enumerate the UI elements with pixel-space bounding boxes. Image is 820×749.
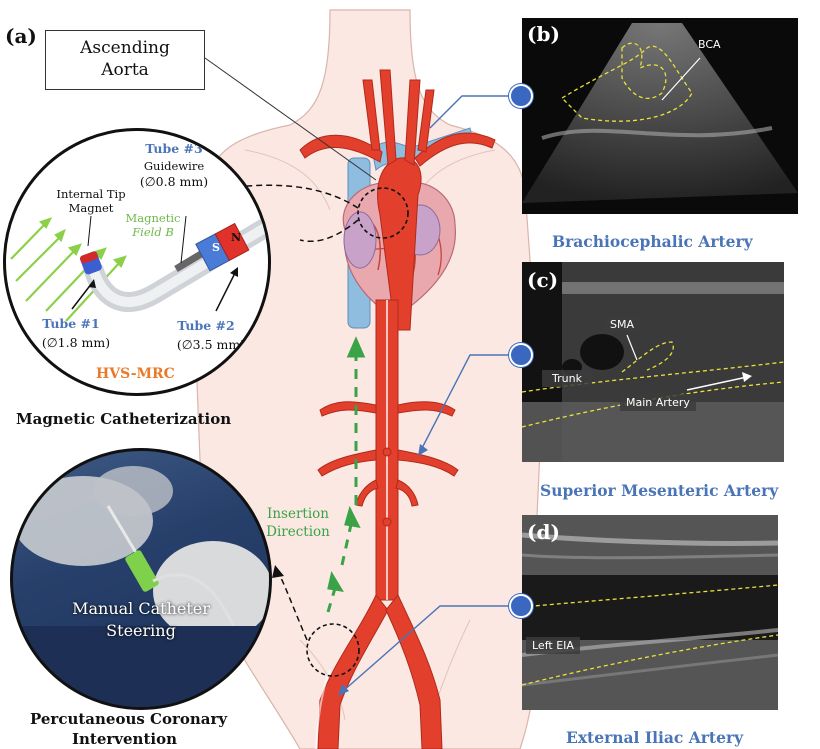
- manual-steering-line2: Steering: [106, 621, 176, 640]
- catheter-drawing: [10, 215, 268, 322]
- tube2-title: Tube #2: [177, 318, 235, 333]
- marker-dot-b: [509, 84, 533, 108]
- tube2-dimension: (∅3.5 mm): [176, 337, 246, 352]
- external-iliac-caption: External Iliac Artery: [566, 728, 744, 747]
- panel-label-a: (a): [5, 24, 37, 48]
- ultrasound-b-image: [522, 23, 798, 203]
- panel-label-b: (b): [527, 22, 560, 46]
- ultrasound-c: SMA Trunk Main Artery: [522, 262, 784, 462]
- ultrasound-d: Left EIA: [522, 515, 778, 710]
- tube3-dimension: (∅0.8 mm): [139, 174, 209, 189]
- sma-label: SMA: [604, 316, 640, 333]
- main-artery-label: Main Artery: [620, 394, 696, 411]
- catheter-circle: Tube #3 Guidewire (∅0.8 mm) Internal Tip…: [3, 128, 271, 396]
- aorta-highlight-circle: [357, 187, 409, 239]
- insertion-arrows: [326, 336, 366, 613]
- marker-dot-c: [509, 343, 533, 367]
- field-label-2: Field B: [132, 225, 174, 239]
- aortic-arch: [377, 157, 422, 331]
- brachiocephalic-caption: Brachiocephalic Artery: [552, 232, 753, 251]
- tip-magnet-label-1: Internal Tip: [56, 187, 126, 201]
- ascending-aorta-line1: Ascending: [80, 38, 170, 58]
- field-label-1: Magnetic: [125, 211, 181, 225]
- panel-label-d: (d): [527, 520, 560, 544]
- trunk-label: Trunk: [542, 370, 592, 387]
- pci-photo-circle: Manual Catheter Steering: [10, 448, 272, 710]
- manual-steering-line1: Manual Catheter: [72, 599, 210, 618]
- tube1-title: Tube #1: [42, 316, 100, 331]
- insertion-direction-line2: Direction: [266, 524, 330, 540]
- body-silhouette: [194, 9, 541, 749]
- magnet-n-label: N: [231, 231, 242, 244]
- ultrasound-b: BCA: [522, 18, 798, 214]
- pci-photo-drawing: [13, 466, 269, 707]
- panel-label-c: (c): [527, 268, 559, 292]
- groin-highlight-circle: [306, 623, 360, 677]
- tube1-dimension: (∅1.8 mm): [41, 335, 111, 350]
- pci-caption-line1: Percutaneous Coronary: [30, 710, 228, 728]
- magnet-s-label: S: [212, 241, 220, 254]
- pci-caption-line2: Intervention: [72, 730, 177, 748]
- ascending-aorta-box: Ascending Aorta: [45, 30, 205, 90]
- tip-magnet-label-2: Magnet: [68, 201, 114, 215]
- ascending-aorta-line2: Aorta: [101, 60, 149, 80]
- tube3-name: Guidewire: [143, 159, 205, 173]
- marker-dot-d: [509, 594, 533, 618]
- ultrasound-c-image: [522, 262, 784, 462]
- left-eia-label: Left EIA: [526, 637, 580, 654]
- left-iliac: [317, 594, 389, 749]
- bca-label: BCA: [698, 38, 721, 51]
- superior-mesenteric-caption: Superior Mesenteric Artery: [540, 481, 779, 500]
- insertion-direction-line1: Insertion: [267, 506, 329, 522]
- device-name: HVS-MRC: [96, 366, 175, 382]
- ultrasound-d-image: [522, 515, 778, 710]
- magnetic-catheterization-caption: Magnetic Catheterization: [16, 410, 232, 428]
- right-iliac: [385, 594, 443, 749]
- tube3-title: Tube #3: [145, 141, 203, 156]
